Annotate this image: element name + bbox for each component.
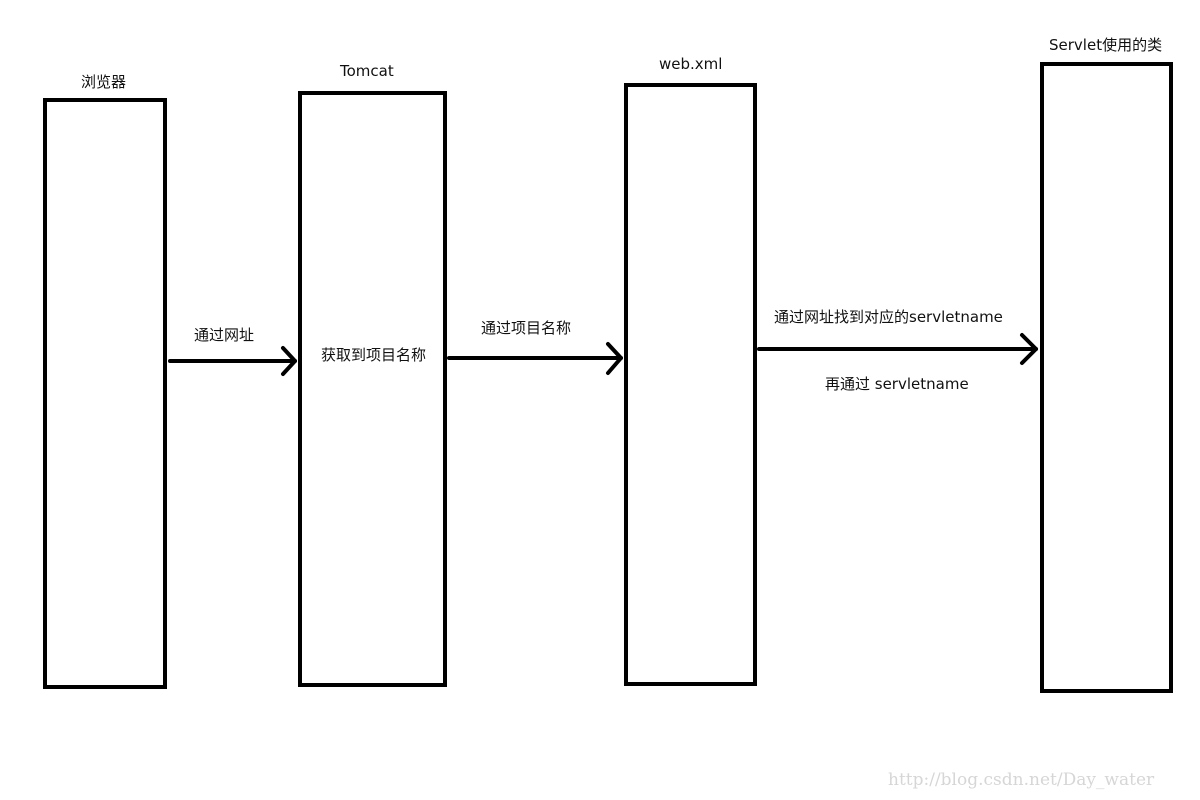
browser-title: 浏览器 (81, 73, 127, 91)
servlet-class-box (1040, 62, 1173, 693)
servlet-class-title: Servlet使用的类 (1049, 36, 1163, 54)
edge-label-webxml-to-servlet-below: 再通过 servletname (825, 375, 969, 393)
browser-box (43, 98, 167, 689)
edge-label-browser-to-tomcat: 通过网址 (194, 326, 255, 344)
arrow-webxml-to-servlet (757, 333, 1038, 365)
webxml-title: web.xml (659, 55, 723, 73)
tomcat-box (298, 91, 447, 687)
watermark-text: http://blog.csdn.net/Day_water (888, 770, 1155, 790)
tomcat-inner-text: 获取到项目名称 (321, 346, 427, 364)
arrow-browser-to-tomcat (168, 346, 297, 376)
edge-label-tomcat-to-webxml: 通过项目名称 (481, 319, 572, 337)
tomcat-title: Tomcat (340, 62, 394, 80)
webxml-box (624, 83, 757, 686)
edge-label-webxml-to-servlet-above: 通过网址找到对应的servletname (774, 308, 1003, 326)
arrow-tomcat-to-webxml (447, 342, 623, 375)
